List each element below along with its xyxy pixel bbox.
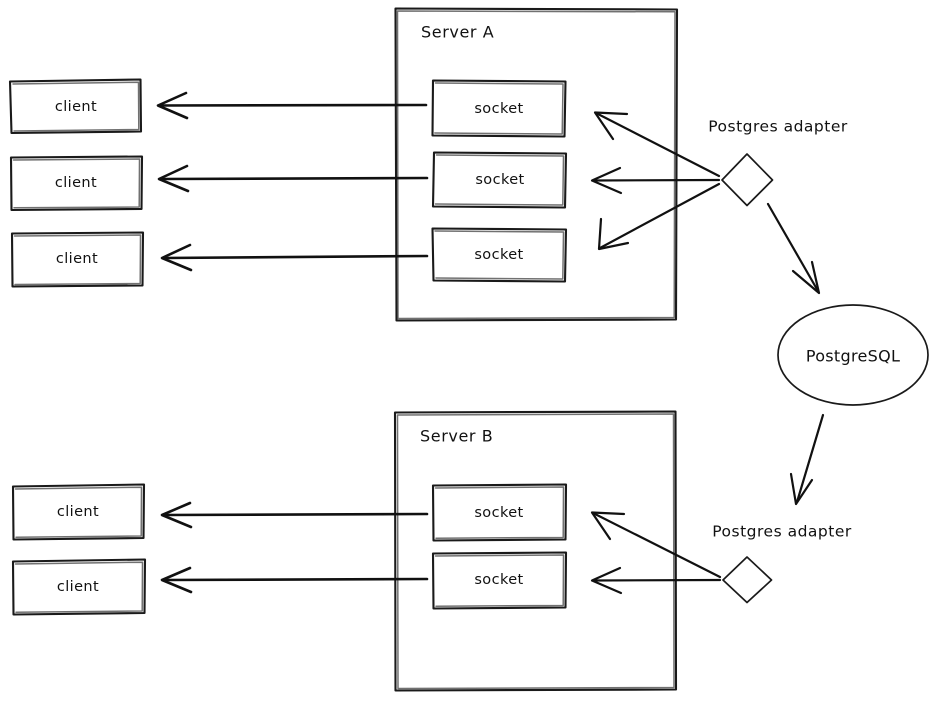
server-a-socket-3[interactable]: socket bbox=[431, 227, 568, 283]
adapter-b[interactable]: Postgres adapter bbox=[712, 523, 852, 604]
adapter-b-label: Postgres adapter bbox=[712, 523, 852, 541]
server-b-socket-2-box bbox=[431, 551, 568, 610]
connector-socket-b2-to-client-b2 bbox=[160, 566, 429, 594]
connector-adapter-a-to-socket-a1 bbox=[593, 111, 721, 178]
server-a-label: Server A bbox=[421, 23, 494, 42]
server-b-container[interactable]: Server B bbox=[393, 410, 678, 692]
server-a-socket-1-sketch-overlay bbox=[434, 82, 564, 135]
connector-socket-b1-to-client-b1 bbox=[160, 501, 429, 529]
client-b-2[interactable]: client bbox=[11, 558, 147, 616]
connector-adapter-a-to-postgresql bbox=[766, 202, 821, 295]
server-b-box-outline bbox=[393, 410, 678, 692]
client-b-2-sketch-overlay bbox=[14, 561, 144, 613]
connector-adapter-b-to-socket-b1 bbox=[590, 511, 722, 579]
server-b-socket-2-label: socket bbox=[474, 572, 523, 588]
server-a-socket-2-label: socket bbox=[475, 172, 524, 188]
client-a-1-sketch-overlay bbox=[12, 81, 140, 132]
adapter-a-label: Postgres adapter bbox=[708, 118, 848, 136]
server-b-socket-1-sketch-overlay bbox=[434, 486, 565, 539]
server-a-container[interactable]: Server A bbox=[394, 7, 679, 322]
server-b-socket-2-sketch-overlay bbox=[434, 554, 565, 607]
client-b-1-label: client bbox=[57, 504, 99, 520]
client-a-3[interactable]: client bbox=[10, 231, 145, 288]
connector-socket-a2-to-client-a2 bbox=[157, 164, 429, 193]
connector-postgresql-to-adapter-b bbox=[789, 413, 825, 506]
client-a-2-box bbox=[9, 155, 144, 212]
postgresql-ellipse-shape bbox=[777, 304, 929, 406]
client-a-1-box bbox=[8, 78, 143, 135]
server-b-socket-1[interactable]: socket bbox=[431, 483, 568, 542]
connector-adapter-b-to-socket-b2 bbox=[590, 566, 722, 595]
adapter-b-diamond-shape bbox=[722, 556, 773, 604]
server-b-socket-1-label: socket bbox=[474, 505, 523, 521]
client-b-1[interactable]: client bbox=[11, 483, 146, 541]
client-a-3-label: client bbox=[56, 251, 98, 267]
server-a-socket-2-sketch-overlay bbox=[434, 154, 565, 206]
client-a-2-sketch-overlay bbox=[12, 158, 141, 209]
adapter-a[interactable]: Postgres adapter bbox=[708, 118, 848, 207]
server-a-socket-3-box bbox=[431, 227, 568, 283]
connector-socket-a3-to-client-a3 bbox=[160, 243, 429, 272]
server-a-socket-1-label: socket bbox=[474, 101, 523, 117]
connector-adapter-a-to-socket-a3 bbox=[597, 182, 721, 251]
client-b-2-box bbox=[11, 558, 147, 616]
server-a-socket-3-sketch-overlay bbox=[434, 230, 565, 280]
client-a-2-label: client bbox=[55, 175, 97, 191]
client-b-1-sketch-overlay bbox=[14, 486, 143, 538]
server-b-socket-1-box bbox=[431, 483, 568, 542]
server-a-socket-2-box bbox=[431, 151, 568, 209]
server-a-socket-1[interactable]: socket bbox=[431, 79, 567, 138]
postgresql-label: PostgreSQL bbox=[806, 347, 900, 366]
connector-socket-a1-to-client-a1 bbox=[156, 91, 428, 120]
server-b-box-sketch-overlay bbox=[396, 413, 675, 690]
postgresql-node[interactable]: PostgreSQL bbox=[777, 304, 929, 406]
client-b-1-box bbox=[11, 483, 146, 541]
server-a-box-sketch-overlay bbox=[396, 10, 676, 320]
client-a-3-box bbox=[10, 231, 145, 288]
server-b-socket-2[interactable]: socket bbox=[431, 551, 568, 610]
client-a-1[interactable]: client bbox=[8, 78, 143, 135]
adapter-a-diamond-shape bbox=[721, 153, 774, 207]
server-a-socket-3-label: socket bbox=[474, 247, 523, 263]
client-a-1-label: client bbox=[55, 99, 97, 115]
server-a-box-outline bbox=[394, 7, 679, 322]
server-a-socket-1-box bbox=[431, 79, 567, 138]
server-b-label: Server B bbox=[420, 427, 493, 446]
client-a-3-sketch-overlay bbox=[13, 234, 142, 286]
client-a-2[interactable]: client bbox=[9, 155, 144, 212]
client-b-2-label: client bbox=[57, 579, 99, 595]
connector-adapter-a-to-socket-a2 bbox=[590, 166, 721, 195]
server-a-socket-2[interactable]: socket bbox=[431, 151, 568, 209]
